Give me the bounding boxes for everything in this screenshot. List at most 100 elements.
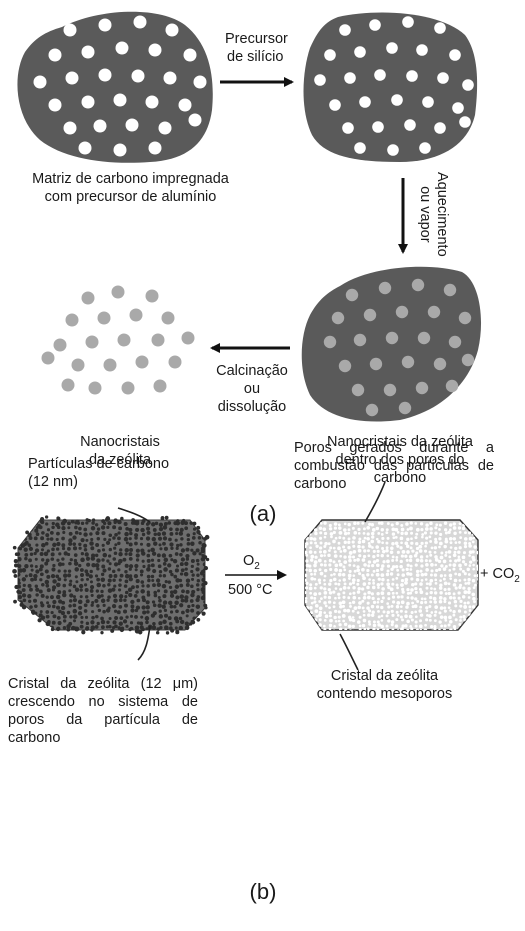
mesopore — [329, 532, 334, 536]
mesopore — [449, 559, 452, 563]
carbon-particle — [90, 556, 96, 561]
zeolite-dot — [395, 305, 409, 319]
mesopore — [333, 554, 338, 558]
carbon-particle — [101, 531, 106, 536]
carbon-particle — [175, 609, 179, 614]
zeolite-nanocrystal — [161, 311, 175, 325]
carbon-particle — [123, 522, 128, 527]
carbon-particle — [45, 583, 50, 588]
mesopore — [434, 558, 439, 562]
carbon-particle — [146, 574, 151, 579]
mesopore — [389, 587, 394, 592]
pore-dot — [48, 98, 62, 112]
carbon-particle — [17, 581, 21, 585]
mesopore — [332, 577, 337, 582]
carbon-particle — [44, 515, 49, 519]
mesopore — [440, 551, 444, 555]
carbon-particle — [170, 572, 174, 577]
mesopore — [362, 610, 366, 613]
mesopore — [424, 527, 429, 531]
carbon-particle — [145, 600, 150, 605]
zeolite-dot — [383, 383, 397, 397]
carbon-particle — [114, 543, 118, 547]
mesopore — [438, 523, 442, 527]
carbon-particle — [145, 536, 151, 541]
mesopore — [438, 567, 442, 572]
carbon-particle — [181, 518, 186, 523]
mesopore — [425, 523, 429, 527]
carbon-particle — [135, 548, 140, 553]
mesopore — [342, 595, 346, 599]
mesopore — [356, 568, 361, 573]
carbon-particle — [118, 594, 124, 599]
mesopore — [318, 592, 322, 596]
mesopore — [347, 596, 351, 600]
mesopore — [424, 623, 427, 627]
carbon-particle — [63, 569, 67, 573]
carbon-particle — [96, 527, 101, 531]
carbon-particle — [96, 558, 101, 563]
mesopore — [476, 564, 478, 569]
mesopore — [368, 622, 372, 626]
carbon-particle — [155, 578, 161, 583]
mesopore — [459, 536, 463, 540]
pore-dot — [163, 71, 177, 85]
mesopore — [391, 578, 395, 581]
mesopore — [381, 577, 385, 582]
carbon-particle — [175, 531, 179, 536]
mesopore — [356, 620, 361, 624]
carbon-particle — [50, 574, 56, 579]
mesopore — [366, 606, 370, 610]
mesopore — [371, 535, 375, 539]
mesopore — [385, 541, 389, 545]
carbon-particle — [153, 593, 158, 598]
carbon-particle — [184, 561, 189, 566]
mesopore — [448, 569, 452, 572]
mesopore — [434, 581, 438, 585]
mesopore — [351, 581, 356, 585]
carbon-particle — [156, 582, 162, 588]
mesopore — [468, 554, 471, 557]
carbon-particle — [124, 552, 128, 556]
carbon-particle — [90, 620, 95, 625]
mesopore — [419, 559, 424, 563]
carbon-particle — [125, 624, 129, 628]
mesopore — [347, 531, 351, 535]
mesopore — [425, 536, 429, 540]
mesopore — [352, 574, 356, 577]
mesopore — [319, 586, 323, 590]
mesopore — [438, 611, 442, 615]
mesopore — [454, 572, 458, 576]
carbon-particle — [33, 536, 38, 541]
mesopore — [343, 560, 348, 564]
carbon-particle — [108, 573, 113, 578]
carbon-particle — [67, 569, 72, 573]
mesopore — [343, 540, 347, 545]
mesopore — [447, 623, 451, 627]
mesopore — [448, 555, 452, 559]
mesopore — [308, 627, 313, 630]
mesopore — [358, 624, 362, 628]
carbon-particle — [175, 578, 180, 583]
mesopore — [459, 615, 463, 619]
carbon-particle — [38, 567, 43, 572]
carbon-particle — [124, 569, 128, 574]
carbon-particle — [167, 616, 172, 621]
mesopore — [356, 521, 360, 525]
mesopore — [352, 536, 356, 540]
mesopore — [461, 560, 466, 564]
carbon-particle — [136, 598, 141, 603]
carbon-particle — [95, 542, 100, 547]
carbon-particle — [146, 567, 151, 572]
carbon-particle — [204, 606, 208, 610]
mesopore — [343, 582, 347, 586]
carbon-particle — [28, 573, 33, 578]
mesopore — [338, 623, 342, 627]
pore-dot — [344, 72, 356, 84]
mesopore — [305, 615, 308, 619]
carbon-particle — [124, 563, 129, 568]
carbon-particle — [102, 584, 106, 588]
carbon-particle — [161, 531, 167, 536]
mesopore — [423, 531, 428, 535]
carbon-particle — [153, 532, 158, 536]
